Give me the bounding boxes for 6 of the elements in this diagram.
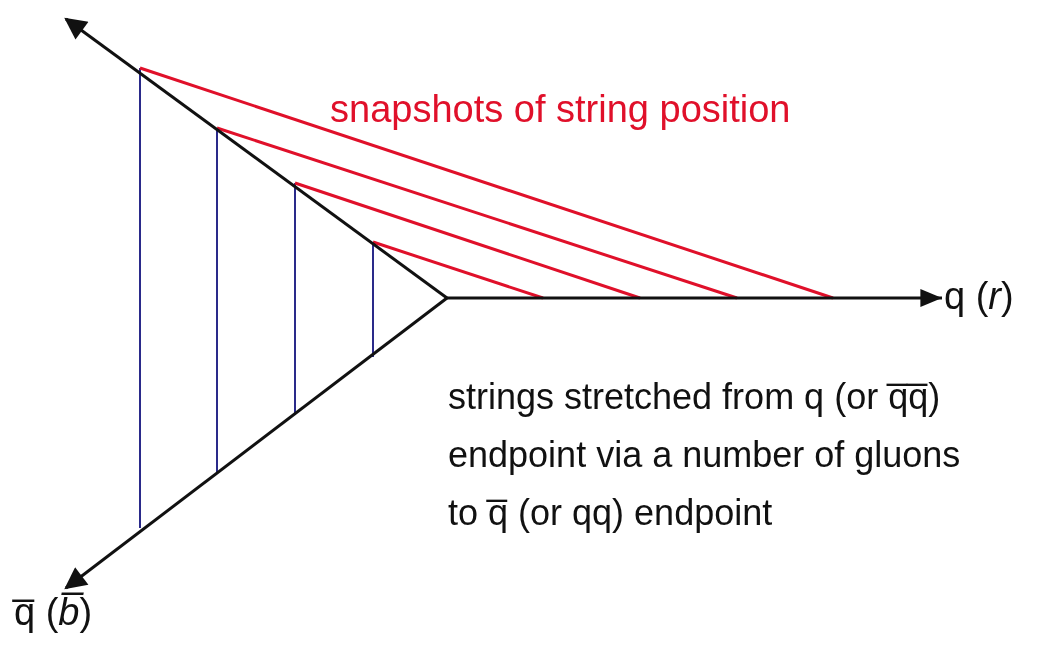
annotation-text: snapshots of string position <box>330 87 791 132</box>
description-text: strings stretched from q (or q̅q̅) endpoint via a number of gluons to q̅ (or qq) endpoint <box>448 375 962 535</box>
quark-label: q (r) <box>944 274 1014 320</box>
arrow <box>64 296 448 590</box>
antiquark-label: q̅ (b̅) <box>14 590 93 636</box>
arrow <box>447 289 942 307</box>
